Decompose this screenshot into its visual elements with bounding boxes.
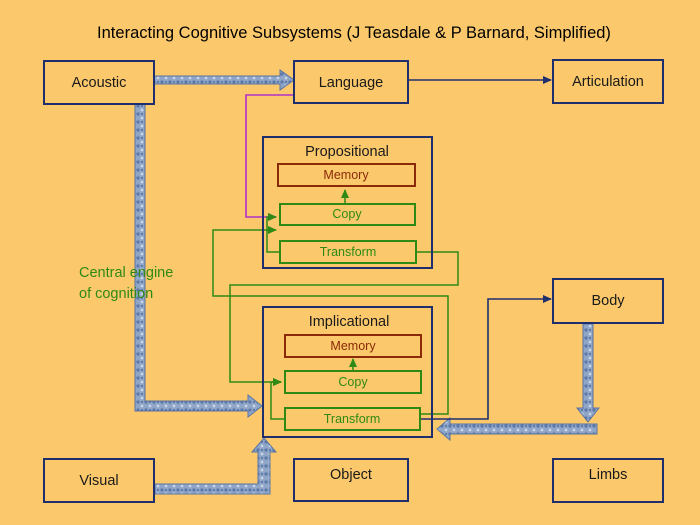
node-visual-label: Visual <box>79 473 118 489</box>
implicational-box <box>262 306 433 438</box>
prop-copy-label: Copy <box>332 207 362 221</box>
impl-transform-box <box>284 407 421 431</box>
subsystem-boxes <box>43 59 664 503</box>
prop-copy-box <box>279 203 416 226</box>
central-engine-line2: of cognition <box>79 286 153 302</box>
prop-memory-box <box>277 163 416 187</box>
implicational-title: Implicational <box>309 314 390 330</box>
node-articulation-label: Articulation <box>572 74 644 90</box>
central-engine-line1: Central engine <box>79 265 173 281</box>
arrow-prop-transform-to-copy <box>266 213 280 253</box>
node-object-label: Object <box>330 467 372 483</box>
node-acoustic-label: Acoustic <box>72 75 127 91</box>
node-object-box <box>293 458 409 502</box>
flow-arrow-visual-to-implicational <box>154 437 278 495</box>
flow-arrow-acoustic-to-language <box>153 69 295 91</box>
flow-arrows <box>134 69 601 495</box>
node-language-label: Language <box>319 75 384 91</box>
impl-copy-label: Copy <box>338 375 368 389</box>
impl-transform-label: Transform <box>324 412 381 426</box>
propositional-title: Propositional <box>305 144 389 160</box>
prop-transform-label: Transform <box>320 245 377 259</box>
propositional-subsystem: Propositional Memory Copy Transform <box>277 144 417 264</box>
node-acoustic-box <box>43 60 155 105</box>
node-articulation-box <box>552 59 664 104</box>
prop-memory-label: Memory <box>323 168 369 182</box>
impl-memory-box <box>284 334 422 358</box>
prop-transform-box <box>279 240 417 264</box>
node-body-label: Body <box>591 293 625 309</box>
flow-arrow-to-implicational-right <box>436 416 598 442</box>
propositional-box <box>262 136 433 269</box>
impl-memory-label: Memory <box>330 339 376 353</box>
impl-copy-box <box>284 370 422 394</box>
arrow-prop-to-implicational <box>229 251 459 386</box>
arrow-impl-transform-to-copy <box>270 378 285 420</box>
central-engine-label: Central engine of cognition <box>79 265 173 302</box>
node-limbs-label: Limbs <box>589 467 628 483</box>
diagram-title: Interacting Cognitive Subsystems (J Teas… <box>97 24 611 42</box>
node-language-box <box>293 60 409 104</box>
arrow-implicational-to-prop <box>212 226 449 415</box>
arrow-language-to-prop-copy <box>245 94 294 221</box>
arrow-implicational-to-body <box>419 295 552 420</box>
node-body-box <box>552 278 664 324</box>
flow-arrow-acoustic-to-implicational <box>134 103 263 419</box>
implicational-subsystem: Implicational Memory Copy Transform <box>284 314 422 431</box>
node-limbs-box <box>552 458 664 503</box>
node-visual-box <box>43 458 155 503</box>
green-loops <box>212 189 459 420</box>
flow-arrow-body-to-implicational <box>575 323 601 423</box>
